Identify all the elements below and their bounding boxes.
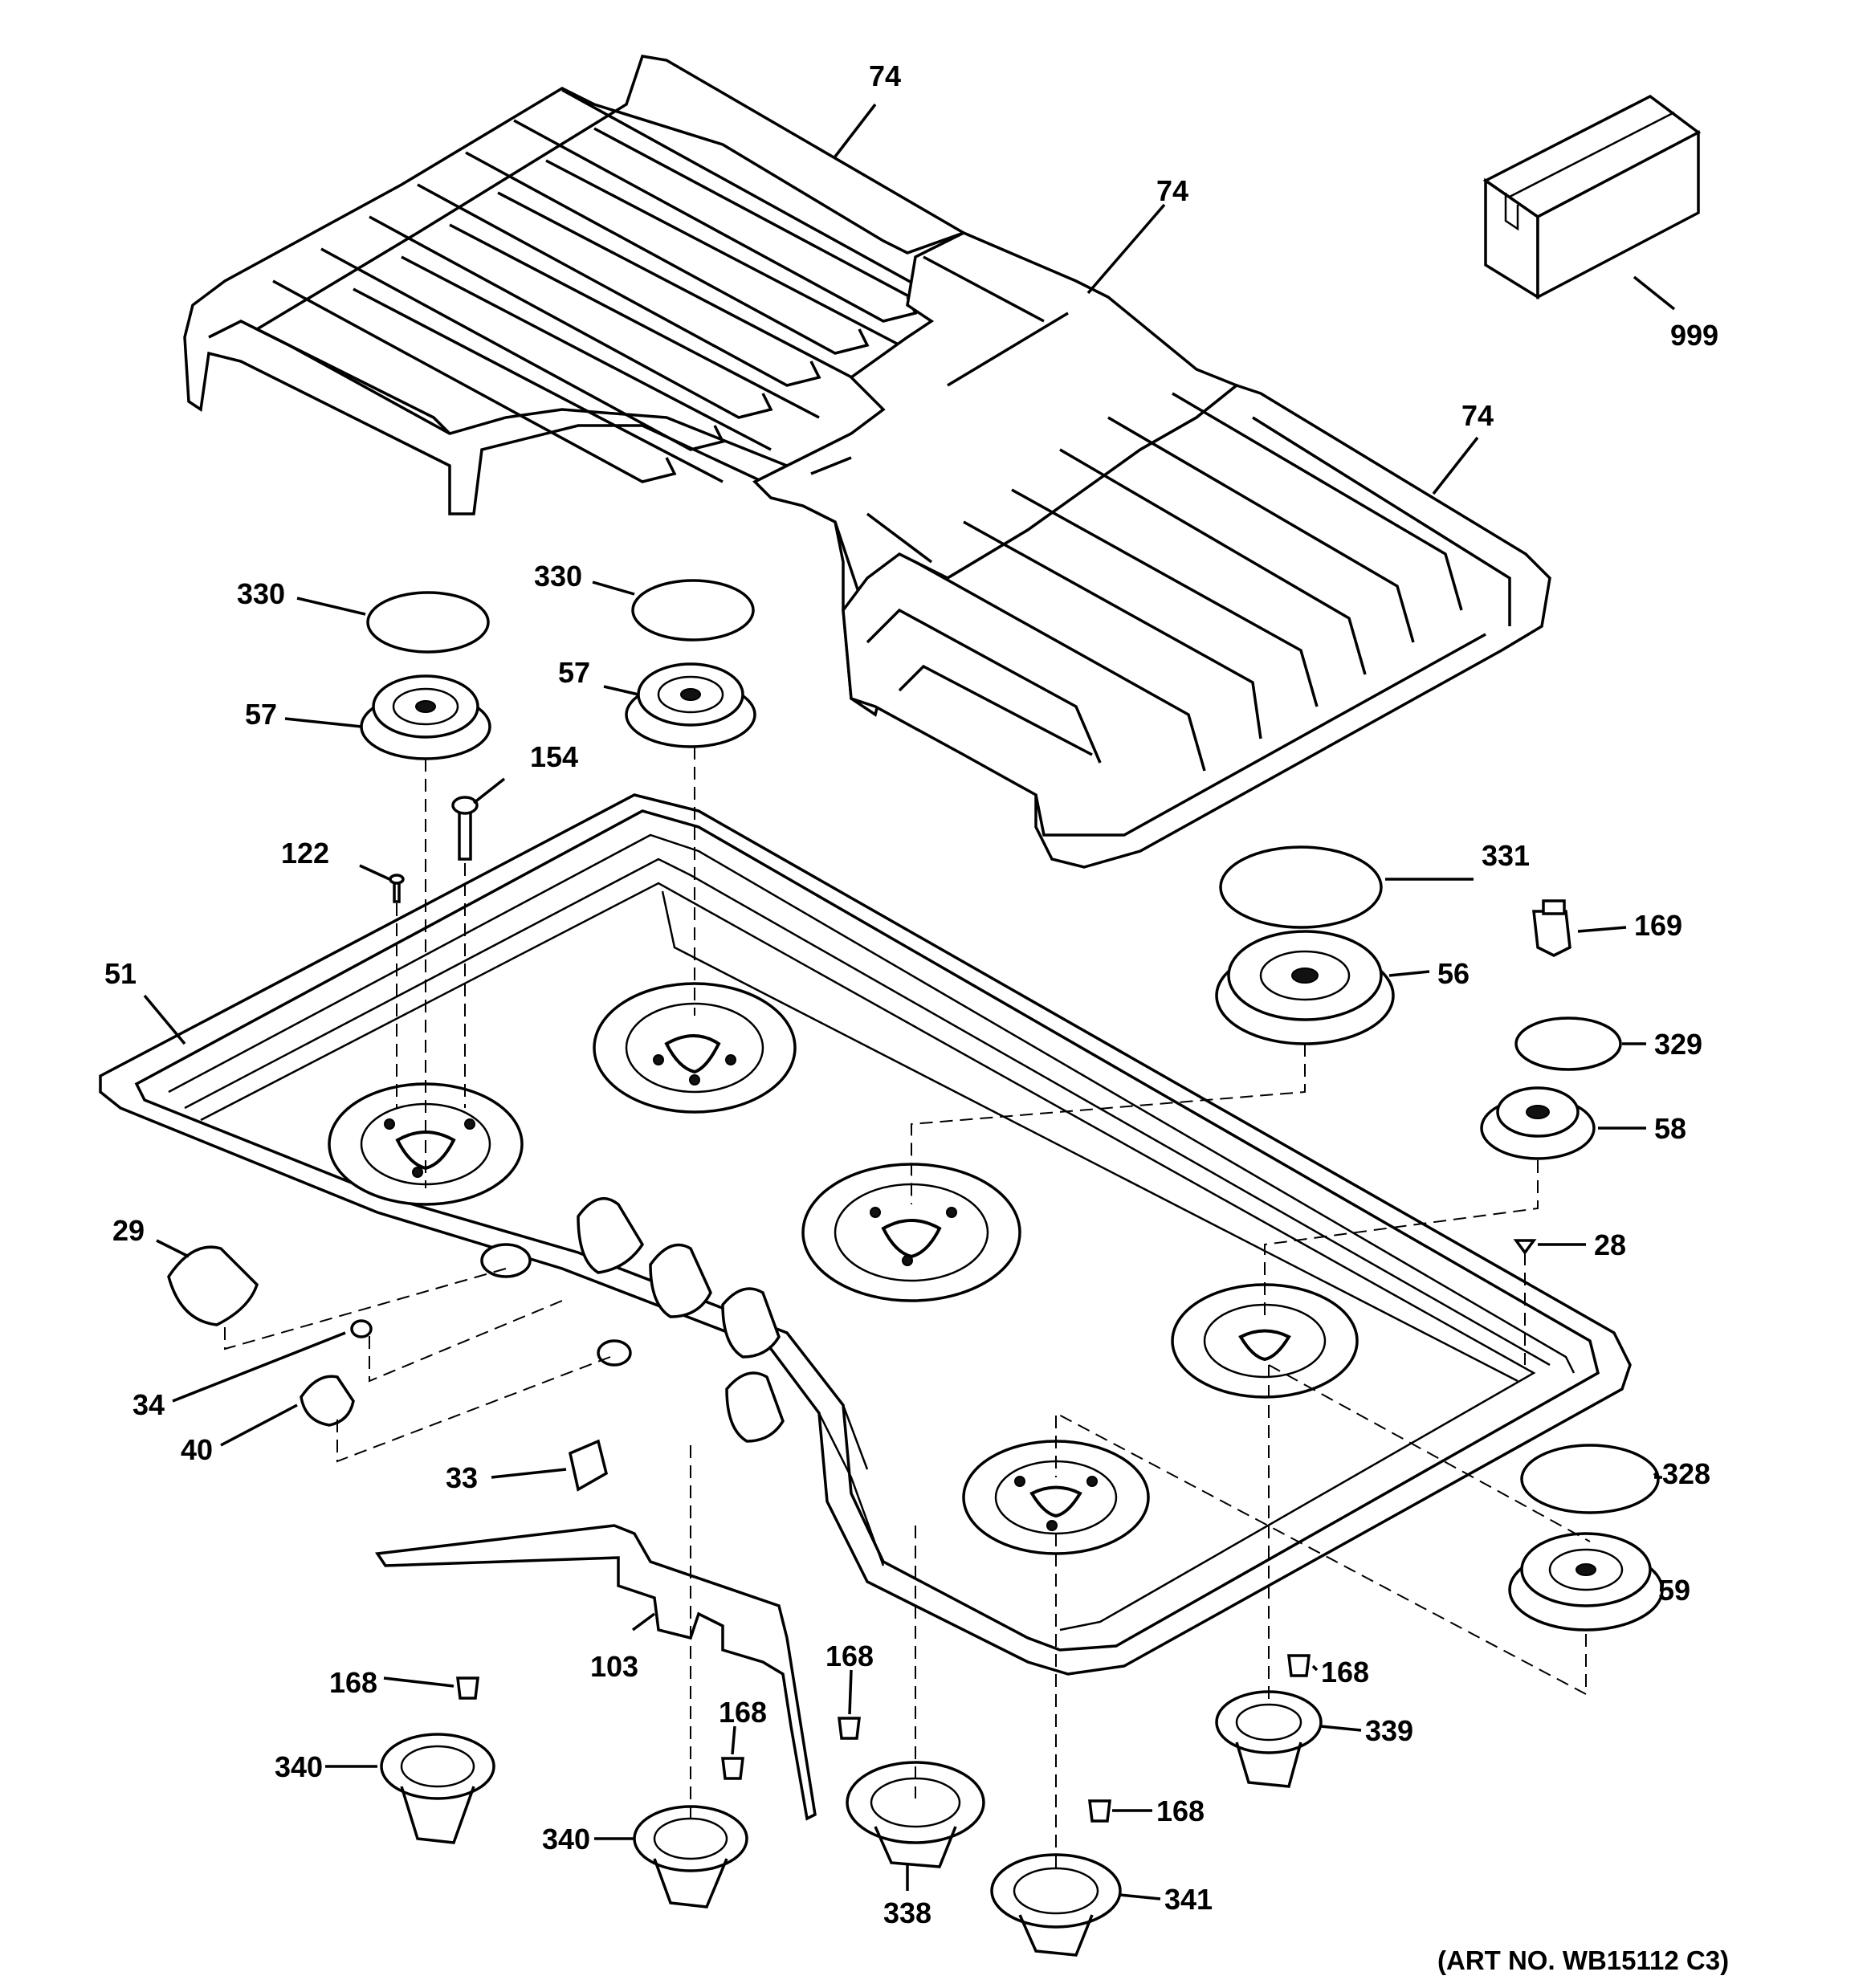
electrodes bbox=[456, 1654, 1311, 1823]
callout-74-center: 74 bbox=[1156, 174, 1188, 207]
leader-lines bbox=[143, 103, 1676, 1900]
callout-168-b: 168 bbox=[719, 1696, 767, 1729]
callout-340-b: 340 bbox=[542, 1823, 590, 1856]
callout-999: 999 bbox=[1670, 319, 1718, 352]
callout-57-a: 57 bbox=[245, 698, 277, 731]
callout-58: 58 bbox=[1654, 1112, 1686, 1145]
callout-labels: 74 74 74 999 330 330 57 57 154 122 51 33… bbox=[104, 59, 1729, 1975]
callout-29: 29 bbox=[112, 1214, 145, 1247]
callout-168-e: 168 bbox=[1321, 1656, 1369, 1689]
burner-caps bbox=[366, 579, 1660, 1514]
callout-331: 331 bbox=[1482, 839, 1530, 872]
callout-330-b: 330 bbox=[534, 560, 582, 593]
small-parts bbox=[167, 796, 1571, 1821]
right-grate bbox=[842, 384, 1551, 869]
callout-57-b: 57 bbox=[558, 656, 590, 689]
callout-122: 122 bbox=[281, 837, 329, 870]
callout-328: 328 bbox=[1662, 1457, 1710, 1490]
callout-51: 51 bbox=[104, 957, 137, 990]
alignment-lines bbox=[224, 747, 1591, 1871]
callout-59: 59 bbox=[1658, 1574, 1690, 1607]
callout-28: 28 bbox=[1594, 1228, 1626, 1261]
center-grate bbox=[752, 231, 1240, 646]
control-knobs bbox=[480, 1197, 785, 1443]
callout-74-left: 74 bbox=[869, 59, 901, 92]
art-number: (ART NO. WB15112 C3) bbox=[1437, 1945, 1729, 1975]
callout-34: 34 bbox=[132, 1388, 165, 1421]
callout-168-c: 168 bbox=[825, 1640, 874, 1672]
callout-168-a: 168 bbox=[329, 1666, 377, 1699]
burner-heads bbox=[360, 662, 1664, 1632]
callout-33: 33 bbox=[446, 1461, 478, 1494]
callout-103: 103 bbox=[590, 1650, 638, 1683]
callout-339: 339 bbox=[1365, 1714, 1413, 1747]
callout-329: 329 bbox=[1654, 1028, 1702, 1061]
grate-assembly bbox=[183, 55, 1551, 869]
callout-40: 40 bbox=[181, 1433, 213, 1466]
callout-330-a: 330 bbox=[237, 577, 285, 610]
cardboard-box-icon bbox=[1482, 94, 1702, 300]
callout-340-a: 340 bbox=[275, 1750, 323, 1783]
callout-341: 341 bbox=[1164, 1883, 1213, 1916]
callout-74-right: 74 bbox=[1461, 399, 1494, 432]
callout-338: 338 bbox=[883, 1896, 931, 1929]
callout-154: 154 bbox=[530, 740, 578, 773]
callout-168-d: 168 bbox=[1156, 1794, 1205, 1827]
callout-169: 169 bbox=[1634, 909, 1682, 942]
callout-56: 56 bbox=[1437, 957, 1470, 990]
